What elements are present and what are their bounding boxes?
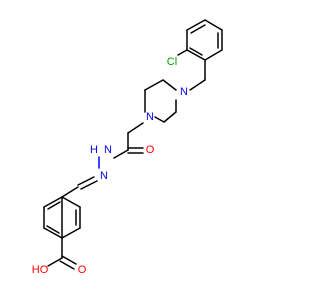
imine-n-label: N xyxy=(100,170,108,182)
piperazine-ring xyxy=(144,79,177,123)
imine-double-bond-a xyxy=(77,176,95,186)
molecule-structure: Cl N N N H N O HO O xyxy=(32,19,223,276)
benzyl-ch2-to-n-bond xyxy=(189,79,206,91)
acid-ho-label: HO xyxy=(32,264,49,276)
benzoic-ring xyxy=(43,186,81,239)
chlorine-atom-label: Cl xyxy=(167,56,177,68)
hydrazide-n-label: N xyxy=(104,144,112,156)
chlorobenzene-ring xyxy=(186,19,223,61)
acid-c-to-oh-bond xyxy=(47,257,63,267)
n-to-ch2-bond xyxy=(127,122,144,134)
piperazine-n-top-label: N xyxy=(180,86,188,98)
acid-double-bond-b xyxy=(59,260,75,270)
carbonyl-o-label: O xyxy=(146,144,155,156)
hydrazide-h-label: H xyxy=(90,144,98,156)
imine-double-bond-b xyxy=(80,180,98,190)
acid-o-label: O xyxy=(78,264,87,276)
carbonyl-to-nh-bond xyxy=(113,149,129,159)
piperazine-n-bottom-label: N xyxy=(146,111,154,123)
ring-to-chlorine-bond xyxy=(177,49,188,56)
acid-double-bond-a xyxy=(61,255,77,265)
